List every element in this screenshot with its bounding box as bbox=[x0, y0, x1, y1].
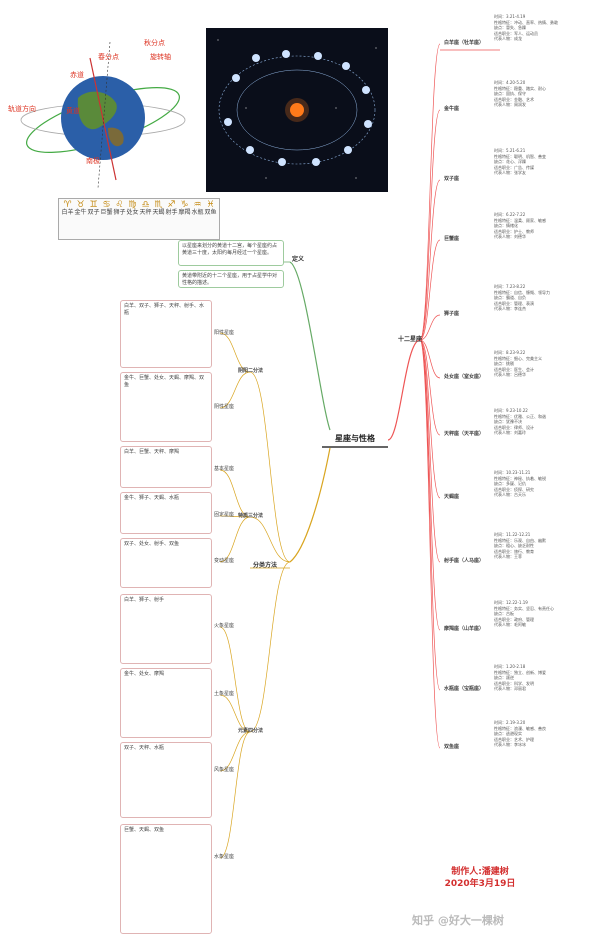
group-note: 白羊、巨蟹、天秤、摩羯 bbox=[120, 446, 212, 488]
zodiac-cell: ♐射手 bbox=[165, 200, 178, 217]
equator-label: 赤道 bbox=[70, 71, 84, 79]
author-credit: 制作人:潘建树 2020年3月19日 bbox=[432, 866, 528, 890]
author-name: 制作人:潘建树 bbox=[451, 867, 509, 877]
zodiac-cell: ♌狮子 bbox=[113, 200, 126, 217]
group-name: 风象星座 bbox=[214, 767, 235, 773]
group-name: 火象星座 bbox=[214, 623, 235, 629]
orbit-direction-label: 轨道方向 bbox=[8, 105, 36, 113]
zodiac-cell: ♎天秤 bbox=[139, 200, 152, 217]
zodiac-cell: ♒水瓶 bbox=[191, 200, 204, 217]
ecliptic-label: 黄道 bbox=[66, 107, 80, 115]
author-date: 2020年3月19日 bbox=[444, 879, 516, 889]
sign-name: 巨蟹座 bbox=[444, 236, 460, 242]
zodiac-cell: ♋巨蟹 bbox=[100, 200, 113, 217]
sign-name: 金牛座 bbox=[444, 106, 460, 112]
group-note: 金牛、处女、摩羯 bbox=[120, 668, 212, 738]
sign-name: 双鱼座 bbox=[444, 744, 460, 750]
earth-ecliptic-diagram: 春分点 秋分点 旋转轴 赤道 黄道 轨道方向 南极 bbox=[8, 28, 198, 198]
rotation-axis-label: 旋转轴 bbox=[150, 53, 171, 61]
twelve-signs-branch: 十二星座 bbox=[398, 336, 423, 343]
zodiac-cell: ♍处女 bbox=[126, 200, 139, 217]
sign-name: 双子座 bbox=[444, 176, 460, 182]
group-note: 白羊、双子、狮子、天秤、射手、水瓶 bbox=[120, 300, 212, 368]
central-topic: 星座与性格 bbox=[322, 430, 388, 448]
sign-name: 天秤座（天平座） bbox=[444, 431, 485, 437]
group-note: 双子、天秤、水瓶 bbox=[120, 742, 212, 818]
spring-equinox-label: 春分点 bbox=[98, 53, 119, 61]
group-name: 水象星座 bbox=[214, 854, 235, 860]
group-note: 巨蟹、天蝎、双鱼 bbox=[120, 824, 212, 934]
group-name: 阳性星座 bbox=[214, 330, 235, 336]
definition-note: 以星座来划分的黄道十二宫，每个星座约占黄道三十度，太阳约每月经过一个星座。 bbox=[178, 240, 284, 266]
zodiac-cell: ♉金牛 bbox=[74, 200, 87, 217]
sign-name: 狮子座 bbox=[444, 311, 460, 317]
group-name: 元素四分法 bbox=[238, 728, 264, 734]
group-name: 基本星座 bbox=[214, 466, 235, 472]
group-note: 金牛、巨蟹、处女、天蝎、摩羯、双鱼 bbox=[120, 372, 212, 442]
zodiac-cell: ♏天蝎 bbox=[152, 200, 165, 217]
group-name: 阴阳二分法 bbox=[238, 368, 264, 374]
definition-note: 黄道带附近的十二个星座，用于占星学中对性格的描述。 bbox=[178, 270, 284, 288]
definition-branch: 定义 bbox=[292, 256, 305, 263]
south-pole-label: 南极 bbox=[86, 157, 100, 165]
zodiac-cell: ♊双子 bbox=[87, 200, 100, 217]
zodiac-star-map bbox=[206, 28, 388, 192]
group-note: 金牛、狮子、天蝎、水瓶 bbox=[120, 492, 212, 534]
sign-name: 摩羯座（山羊座） bbox=[444, 626, 485, 632]
classify-branch: 分类方法 bbox=[253, 562, 278, 569]
sign-name: 射手座（人马座） bbox=[444, 558, 485, 564]
group-name: 特质三分法 bbox=[238, 513, 264, 519]
autumn-equinox-label: 秋分点 bbox=[144, 39, 165, 47]
zodiac-cell: ♈白羊 bbox=[61, 200, 74, 217]
zodiac-symbol-strip: ♈白羊 ♉金牛 ♊双子 ♋巨蟹 ♌狮子 ♍处女 ♎天秤 ♏天蝎 ♐射手 ♑摩羯 … bbox=[58, 198, 220, 240]
sign-name: 白羊座（牡羊座） bbox=[444, 40, 485, 46]
group-name: 固定星座 bbox=[214, 512, 235, 518]
sign-name: 水瓶座（宝瓶座） bbox=[444, 686, 485, 692]
zodiac-cell: ♑摩羯 bbox=[178, 200, 191, 217]
group-name: 土象星座 bbox=[214, 691, 235, 697]
group-name: 阴性星座 bbox=[214, 404, 235, 410]
sign-name: 天蝎座 bbox=[444, 494, 460, 500]
group-name: 变动星座 bbox=[214, 558, 235, 564]
sign-name: 处女座（室女座） bbox=[444, 374, 485, 380]
zhihu-watermark: 知乎 @好大一棵树 bbox=[412, 914, 504, 927]
zodiac-cell: ♓双鱼 bbox=[204, 200, 217, 217]
group-note: 双子、处女、射手、双鱼 bbox=[120, 538, 212, 588]
group-note: 白羊、狮子、射手 bbox=[120, 594, 212, 664]
